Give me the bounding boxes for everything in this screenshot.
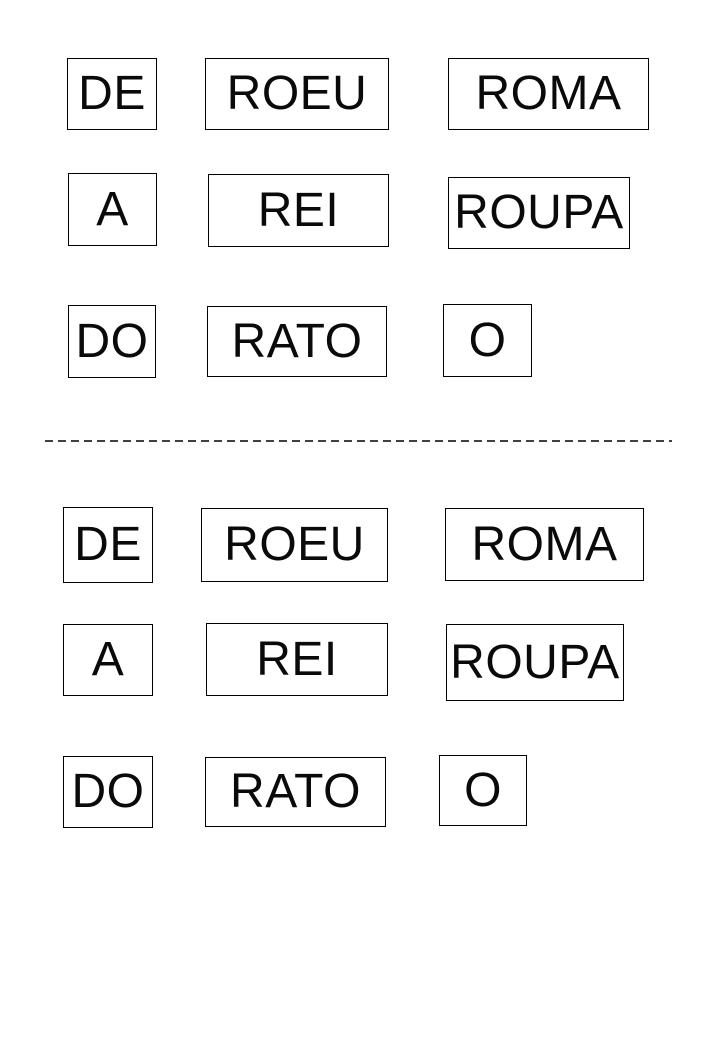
word-box-rei: REI [206, 623, 388, 696]
word-box-rei: REI [208, 174, 389, 247]
word-box-roupa: ROUPA [448, 177, 630, 249]
word-box-o: O [443, 304, 532, 377]
word-box-do: DO [63, 756, 153, 828]
word-box-o: O [439, 755, 527, 826]
word-box-rato: RATO [207, 306, 387, 377]
word-box-roupa: ROUPA [446, 624, 624, 701]
word-box-do: DO [68, 305, 156, 378]
word-box-roma: ROMA [448, 58, 649, 130]
word-box-de: DE [67, 58, 157, 130]
word-box-roma: ROMA [445, 508, 644, 581]
word-box-a: A [68, 173, 157, 246]
word-box-roeu: ROEU [201, 508, 388, 582]
word-box-de: DE [63, 507, 153, 583]
dashed-cut-line [45, 440, 672, 442]
word-box-roeu: ROEU [205, 58, 389, 130]
word-box-rato: RATO [205, 757, 386, 827]
word-box-a: A [63, 624, 153, 696]
